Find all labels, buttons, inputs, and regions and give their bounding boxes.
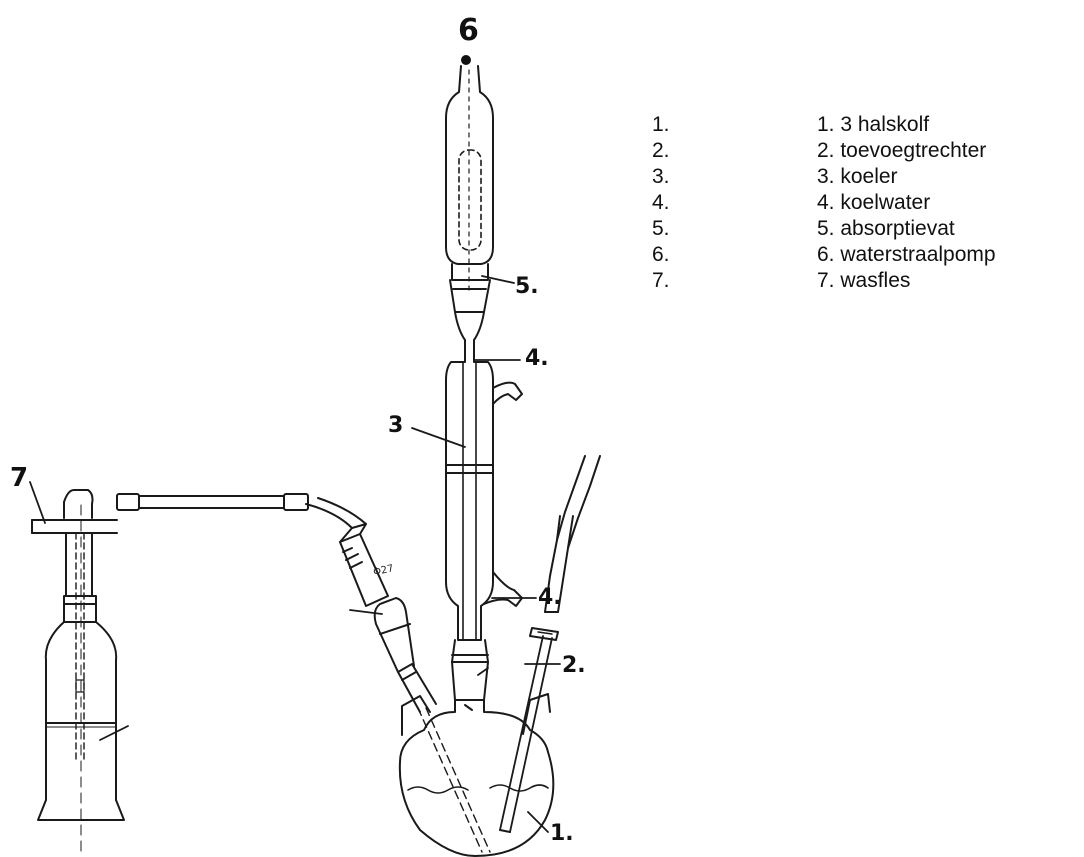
legend-description: 5. absorptievat (817, 217, 955, 240)
pump-connection-point (461, 55, 471, 65)
legend-number: 6. (652, 243, 670, 266)
callout-label-2: 2. (562, 653, 586, 678)
condenser (445, 351, 523, 711)
legend-number: 7. (652, 269, 670, 292)
wash-bottle (31, 489, 125, 857)
legend-description: 6. waterstraalpomp (817, 243, 996, 266)
legend-description: 1. 3 halskolf (817, 113, 930, 136)
legend-description: 2. toevoegtrechter (817, 139, 987, 162)
legend-description: 4. koelwater (817, 191, 931, 214)
dropping-funnel (499, 455, 601, 833)
absorption-vessel (445, 65, 494, 353)
callout-label-1: 1. (550, 821, 574, 846)
gas-inlet-tube (116, 493, 491, 853)
callout-label-5: 5. (515, 274, 539, 299)
callout-label-6: 6 (458, 13, 479, 48)
legend-number: 3. (652, 165, 670, 188)
legend-number: 4. (652, 191, 670, 214)
callout-leaders (29, 275, 561, 833)
legend-number: 2. (652, 139, 670, 162)
callout-label-4-top: 4. (525, 346, 549, 371)
diameter-annotation: Φ27 (372, 563, 394, 578)
callout-label-4-bottom: 4. (538, 585, 562, 610)
callout-label-3: 3 (388, 413, 403, 438)
legend-description: 3. koeler (817, 165, 898, 188)
legend-description: 7. wasfles (817, 269, 911, 292)
legend-number: 5. (652, 217, 670, 240)
legend-number: 1. (652, 113, 670, 136)
three-neck-flask (398, 693, 555, 857)
callout-label-7: 7 (10, 463, 28, 493)
